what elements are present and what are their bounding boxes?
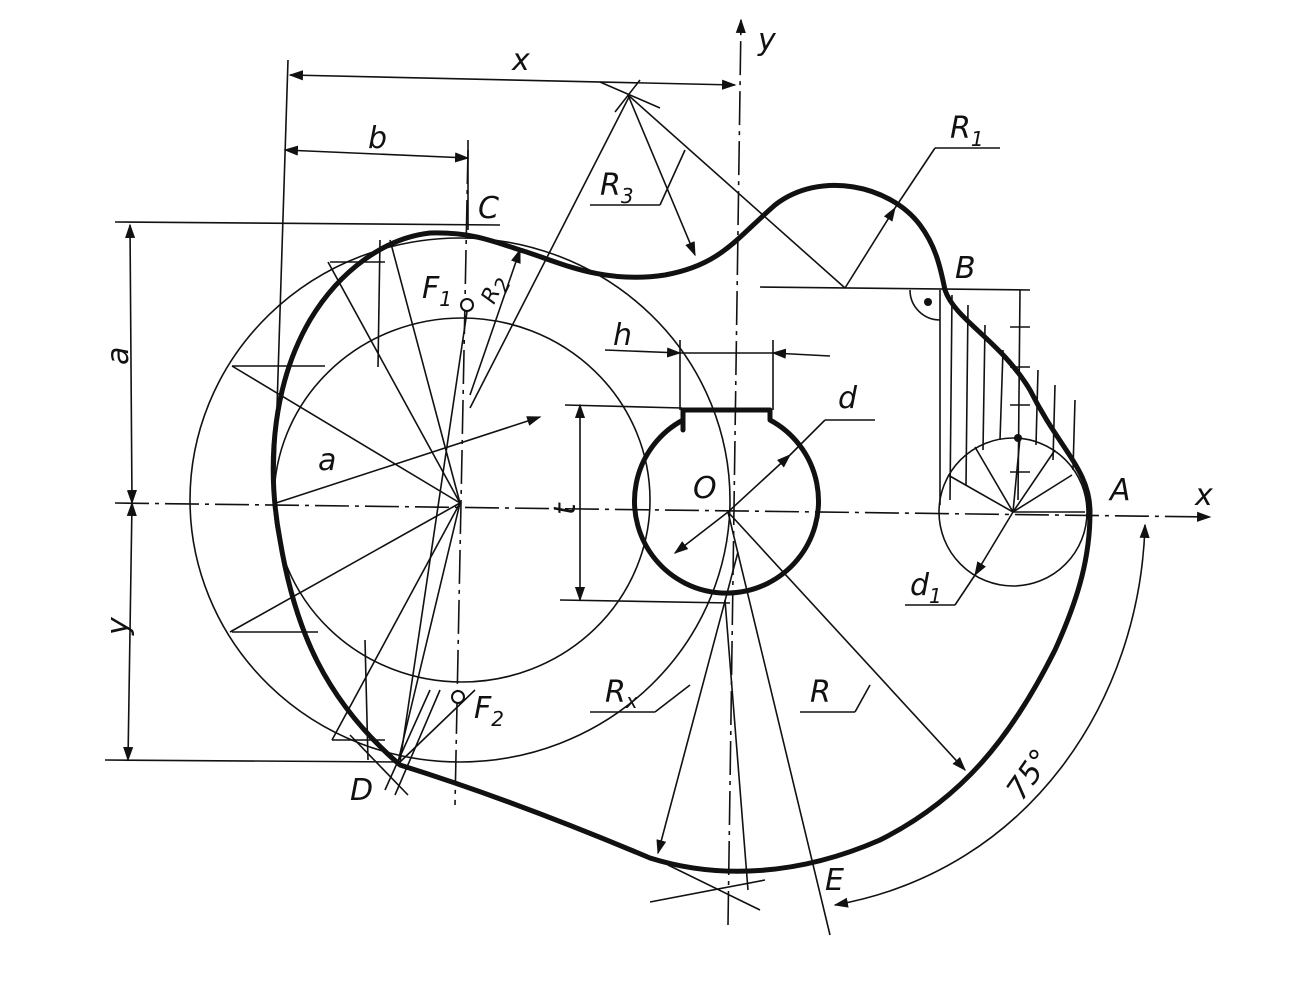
minor-construction-circle <box>273 317 651 683</box>
cam-outer-profile <box>270 182 1093 874</box>
ellipse-vertical-axis <box>454 149 469 806</box>
x-axis-line <box>114 502 1212 522</box>
R1-construction <box>759 147 1031 505</box>
label-R: R <box>810 675 831 710</box>
label-dim-b: b <box>368 121 387 156</box>
label-O: O <box>693 471 717 506</box>
label-x-axis: x <box>1194 478 1213 513</box>
drawing-labels: y x x b a y R1 R2 R3 Rx R d d1 h t a O A… <box>101 23 1213 898</box>
label-E: E <box>825 863 844 898</box>
label-d: d <box>838 381 858 416</box>
label-dim-y: y <box>101 616 136 636</box>
label-B: B <box>955 251 976 286</box>
dimension-lines <box>123 70 1150 908</box>
roller-circle <box>905 289 1088 606</box>
ellipse-construction-rays <box>229 239 542 763</box>
label-d1: d1 <box>910 568 942 608</box>
label-t: t <box>548 502 583 515</box>
R3-construction <box>469 79 846 396</box>
keyed-bore <box>632 407 821 596</box>
label-R3: R3 <box>600 168 634 208</box>
label-dim-x: x <box>511 43 530 78</box>
label-angle-75: 75° <box>1000 743 1059 807</box>
label-leaders <box>590 149 871 713</box>
label-A: A <box>1108 473 1131 508</box>
label-R1: R1 <box>950 111 984 151</box>
major-construction-circle <box>189 237 731 763</box>
focus-F2-point <box>451 690 465 704</box>
focus-F1-point <box>460 298 474 312</box>
label-D: D <box>350 773 373 808</box>
y-axis-line <box>727 18 746 926</box>
label-F1: F1 <box>422 271 452 311</box>
label-C: C <box>478 191 499 226</box>
label-h: h <box>613 318 632 353</box>
label-a-radius: a <box>318 443 336 478</box>
label-F2: F2 <box>474 691 504 731</box>
label-dim-a: a <box>101 347 136 365</box>
tangent-construction-at-D <box>349 94 631 796</box>
label-y-axis: y <box>757 23 777 58</box>
label-Rx: Rx <box>605 675 638 713</box>
